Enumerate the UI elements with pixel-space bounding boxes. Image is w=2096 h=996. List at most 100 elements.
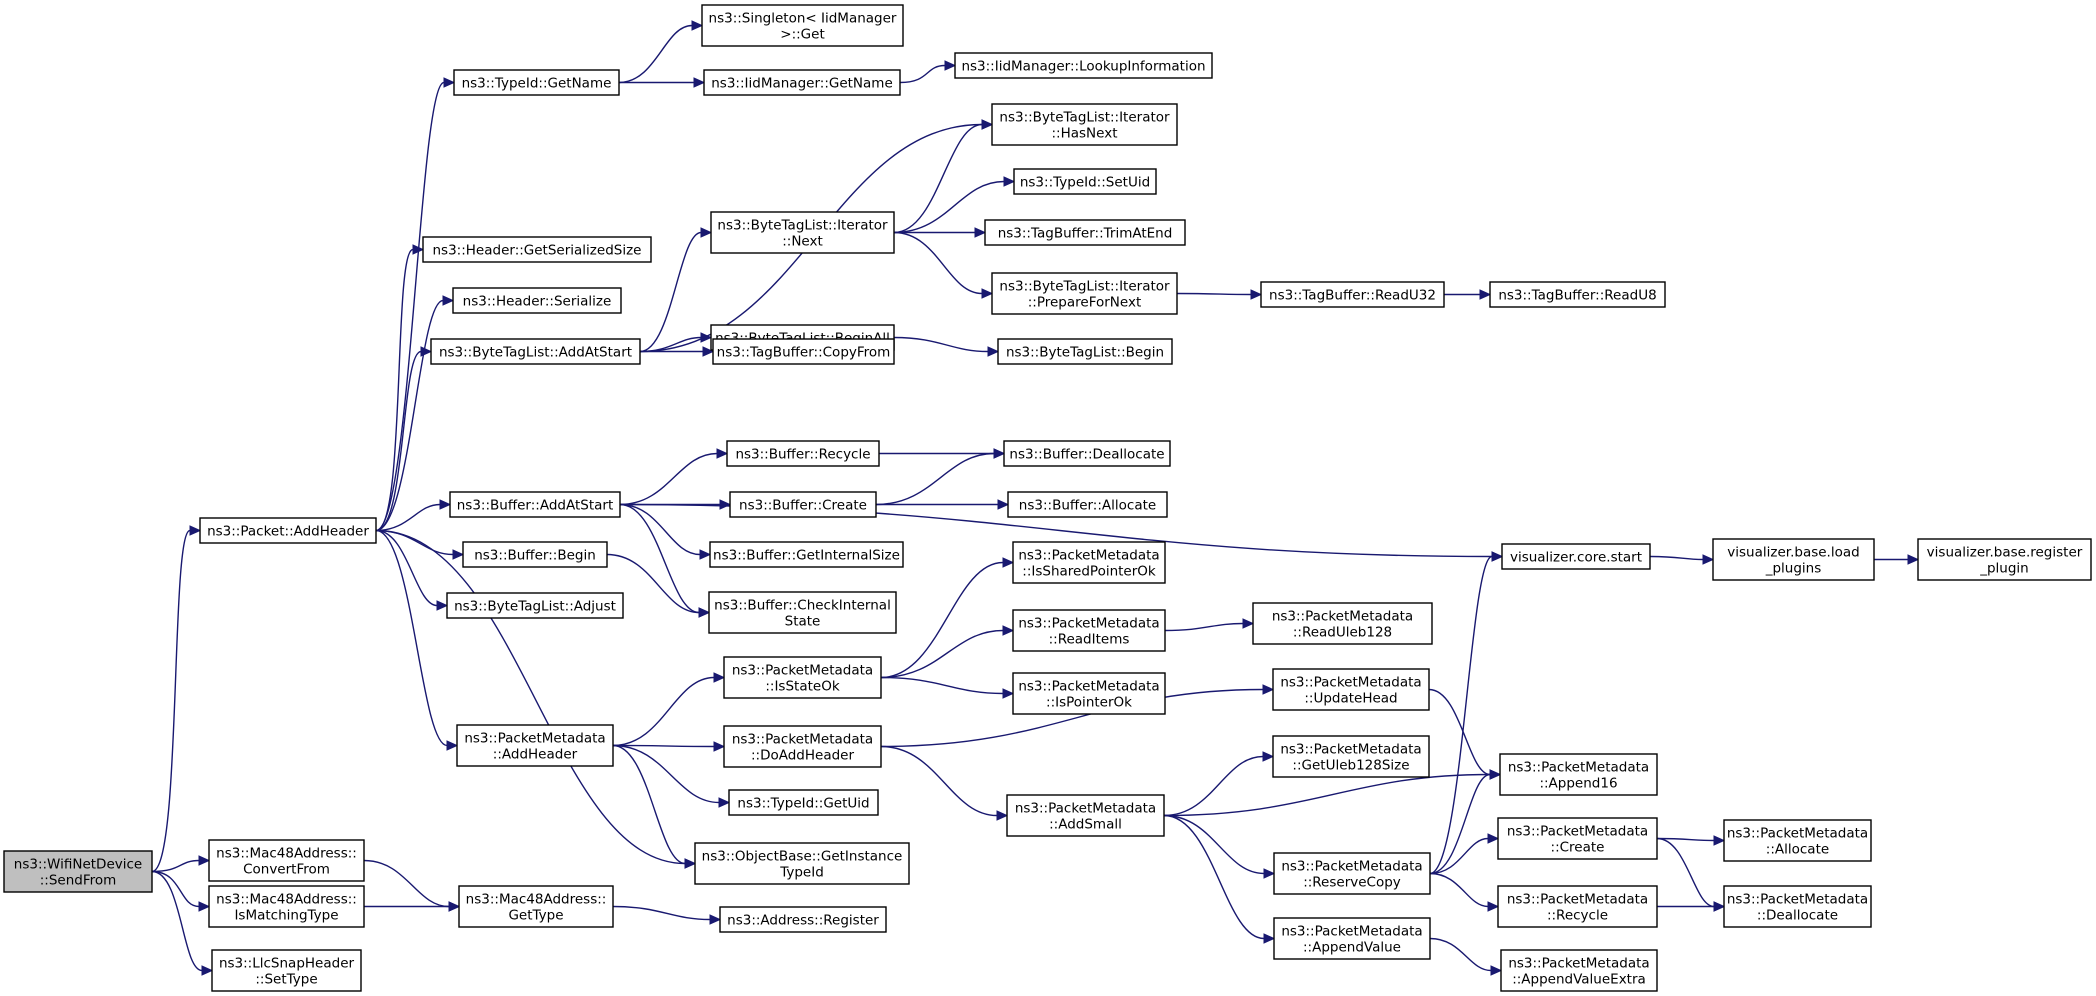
node-wifi-sendfrom[interactable]: ns3::WifiNetDevice::SendFrom [3,850,153,893]
node-pm-deallocate[interactable]: ns3::PacketMetadata::Deallocate [1723,885,1872,928]
edge-line [893,336,989,353]
edge-arrowhead [987,346,1000,357]
node-label: visualizer.base.load [1727,545,1859,561]
edge-arrowhead [442,295,455,306]
edge-packet-addheader-to-objectbase-getinstancetypeid [375,529,697,869]
node-typeid-getname[interactable]: ns3::TypeId::GetName [453,69,620,96]
edge-arrowhead [997,499,1010,510]
node-buffer-begin[interactable]: ns3::Buffer::Begin [462,541,608,568]
edge-arrowhead [1002,557,1015,568]
node-iidmanager-lookupinformation[interactable]: ns3::IidManager::LookupInformation [954,52,1213,79]
node-pm-readitems[interactable]: ns3::PacketMetadata::ReadItems [1012,609,1166,652]
node-header-serialize[interactable]: ns3::Header::Serialize [452,287,622,314]
node-mac48-ismatchingtype[interactable]: ns3::Mac48Address::IsMatchingType [208,885,365,928]
node-pm-doaddheader[interactable]: ns3::PacketMetadata::DoAddHeader [723,725,882,768]
node-label: ns3::TagBuffer::ReadU32 [1269,288,1436,304]
node-tagbuffer-copyfrom[interactable]: ns3::TagBuffer::CopyFrom [712,338,895,365]
node-buffer-create[interactable]: ns3::Buffer::Create [729,491,877,518]
node-buffer-allocate[interactable]: ns3::Buffer::Allocate [1007,491,1168,518]
node-box [726,440,880,467]
node-box [1712,538,1875,581]
edge-pm-isstateok-to-pm-issharedpointerok [880,557,1015,679]
edge-arrowhead [189,525,202,536]
node-label: ::Append16 [1539,776,1617,792]
node-bytetaglist-adjust[interactable]: ns3::ByteTagList::Adjust [446,592,624,619]
node-label: ns3::PacketMetadata [1727,892,1868,908]
node-pm-updatehead[interactable]: ns3::PacketMetadata::UpdateHead [1272,668,1430,711]
node-typeid-setuid[interactable]: ns3::TypeId::SetUid [1013,168,1157,195]
node-tagbuffer-readu8[interactable]: ns3::TagBuffer::ReadU8 [1489,281,1666,308]
node-label: ::ReadUleb128 [1293,625,1392,641]
node-label: ns3::Mac48Address:: [216,846,357,862]
node-viz-base-load-plugins[interactable]: visualizer.base.load_plugins [1712,538,1875,581]
node-label: ns3::PacketMetadata [1727,826,1868,842]
edge-buffer-addatstart-to-buffer-recycle [619,448,729,506]
node-buffer-getinternalsize[interactable]: ns3::Buffer::GetInternalSize [709,541,904,568]
node-bytetaglist-addatstart[interactable]: ns3::ByteTagList::AddAtStart [430,338,641,365]
node-mac48-convertfrom[interactable]: ns3::Mac48Address::ConvertFrom [208,839,365,882]
node-viz-core-start[interactable]: visualizer.core.start [1501,543,1651,570]
edge-pm-reservecopy-to-pm-recycle [1429,872,1500,912]
node-label: ns3::PacketMetadata [732,663,873,679]
node-pm-recycle[interactable]: ns3::PacketMetadata::Recycle [1497,885,1658,928]
node-buffer-deallocate[interactable]: ns3::Buffer::Deallocate [1003,440,1171,467]
node-pm-append16[interactable]: ns3::PacketMetadata::Append16 [1499,753,1658,796]
edge-line [880,561,1004,679]
node-box [728,789,879,816]
node-pm-ispointerok[interactable]: ns3::PacketMetadata::IsPointerOk [1012,672,1166,715]
node-pm-getuleb128size[interactable]: ns3::PacketMetadata::GetUleb128Size [1272,735,1430,778]
edge-tagbuffer-readu32-to-tagbuffer-readu8 [1444,289,1492,300]
node-viz-base-register-plugin[interactable]: visualizer.base.register_plugin [1917,538,2092,581]
node-box [701,4,904,47]
node-buffer-addatstart[interactable]: ns3::Buffer::AddAtStart [449,491,621,518]
node-pm-issharedpointerok[interactable]: ns3::PacketMetadata::IsSharedPointerOk [1012,541,1166,584]
node-btl-iterator-hasnext[interactable]: ns3::ByteTagList::Iterator::HasNext [991,103,1178,146]
edge-mac48-gettype-to-address-register [612,905,722,925]
node-bytetaglist-begin[interactable]: ns3::ByteTagList::Begin [997,338,1173,365]
node-pm-create[interactable]: ns3::PacketMetadata::Create [1497,817,1658,860]
edge-buffer-create-to-buffer-allocate [875,499,1010,510]
edge-line [1163,814,1265,940]
node-address-register[interactable]: ns3::Address::Register [719,906,887,933]
node-label: ::Next [782,234,823,250]
node-buffer-recycle[interactable]: ns3::Buffer::Recycle [726,440,880,467]
node-box [984,219,1186,246]
edge-packet-addheader-to-typeid-getname [375,77,456,532]
node-box [1012,541,1166,584]
node-llcsnap-settype[interactable]: ns3::LlcSnapHeader::SetType [211,949,362,992]
node-pm-appendvalueextra[interactable]: ns3::PacketMetadata::AppendValueExtra [1500,949,1658,992]
edge-line [899,64,946,84]
node-typeid-getuid[interactable]: ns3::TypeId::GetUid [728,789,879,816]
node-mac48-gettype[interactable]: ns3::Mac48Address::GetType [458,885,614,928]
node-tagbuffer-trimatend[interactable]: ns3::TagBuffer::TrimAtEnd [984,219,1186,246]
node-label: ns3::PacketMetadata [1508,956,1649,972]
edge-wifi-sendfrom-to-packet-addheader [151,525,202,873]
node-packet-addheader[interactable]: ns3::Packet::AddHeader [199,517,377,544]
node-iidmanager-getname[interactable]: ns3::IidManager::GetName [703,69,901,96]
node-pm-readuleb128[interactable]: ns3::PacketMetadata::ReadUleb128 [1252,602,1433,645]
edge-buffer-addatstart-to-buffer-checkinternalstate [619,503,711,618]
node-box [1273,917,1431,960]
edge-line [619,503,700,614]
node-pm-reservecopy[interactable]: ns3::PacketMetadata::ReserveCopy [1273,852,1431,895]
node-pm-appendvalue[interactable]: ns3::PacketMetadata::AppendValue [1273,917,1431,960]
node-tagbuffer-readu32[interactable]: ns3::TagBuffer::ReadU32 [1260,281,1445,308]
node-pm-addsmall[interactable]: ns3::PacketMetadata::AddSmall [1006,794,1165,837]
node-singleton-get[interactable]: ns3::Singleton< IidManager >::Get [701,4,904,47]
node-label: IsMatchingType [234,908,338,924]
node-label: ns3::ByteTagList::Iterator [999,110,1170,126]
edge-viz-base-load-plugins-to-viz-base-register-plugin [1873,554,1920,565]
edge-pm-addheader-to-objectbase-getinstancetypeid [612,744,697,869]
node-label: ::PrepareForNext [1028,295,1142,311]
node-label: ns3::TagBuffer::ReadU8 [1498,288,1656,304]
node-pm-addheader[interactable]: ns3::PacketMetadata::AddHeader [456,724,614,767]
node-pm-allocate[interactable]: ns3::PacketMetadata::Allocate [1723,819,1872,862]
node-label: ::AppendValueExtra [1512,972,1646,988]
node-pm-isstateok[interactable]: ns3::PacketMetadata::IsStateOk [723,656,882,699]
node-btl-iterator-next[interactable]: ns3::ByteTagList::Iterator::Next [710,211,895,254]
node-btl-iterator-prepare[interactable]: ns3::ByteTagList::Iterator::PrepareForNe… [991,272,1178,315]
node-header-getserializedsize[interactable]: ns3::Header::GetSerializedSize [422,236,652,263]
edge-line [375,248,414,532]
